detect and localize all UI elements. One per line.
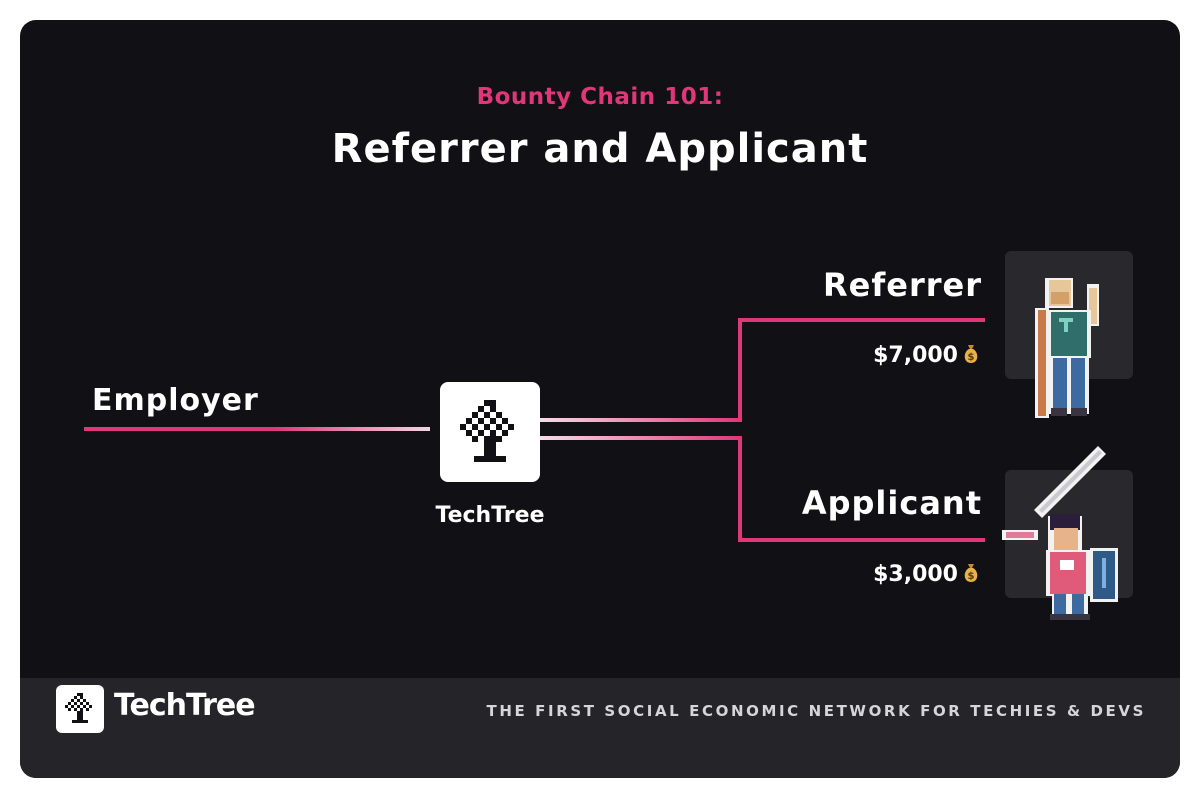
techtree-label: TechTree — [435, 503, 545, 528]
footer-bar — [20, 678, 1180, 778]
pixel-knight-character — [1002, 446, 1118, 620]
tree-logo-icon — [460, 400, 514, 462]
applicant-amount: $3,000 — [873, 562, 958, 587]
employer-connector — [84, 427, 430, 431]
referrer-label: Referrer — [822, 266, 982, 304]
footer-logo — [56, 685, 104, 733]
applicant-label: Applicant — [801, 484, 982, 522]
flow-connectors — [84, 318, 985, 542]
subtitle: Bounty Chain 101: — [476, 84, 724, 110]
referrer-connector — [540, 318, 985, 422]
page-title: Referrer and Applicant — [331, 126, 869, 172]
tree-logo-icon — [65, 693, 92, 723]
money-bag-icon: $ — [964, 345, 978, 363]
pixel-archer-character — [1035, 278, 1099, 418]
money-bag-icon: $ — [964, 564, 978, 582]
techtree-node — [440, 382, 540, 482]
footer-tagline: THE FIRST SOCIAL ECONOMIC NETWORK FOR TE… — [486, 702, 1146, 720]
infographic-card: Bounty Chain 101: Referrer and Applicant… — [20, 20, 1180, 778]
svg-text:$: $ — [968, 571, 975, 582]
svg-text:$: $ — [968, 352, 975, 363]
footer-brand: TechTree — [114, 688, 256, 723]
applicant-connector — [540, 436, 985, 542]
referrer-amount: $7,000 — [873, 343, 958, 368]
employer-label: Employer — [92, 383, 259, 418]
